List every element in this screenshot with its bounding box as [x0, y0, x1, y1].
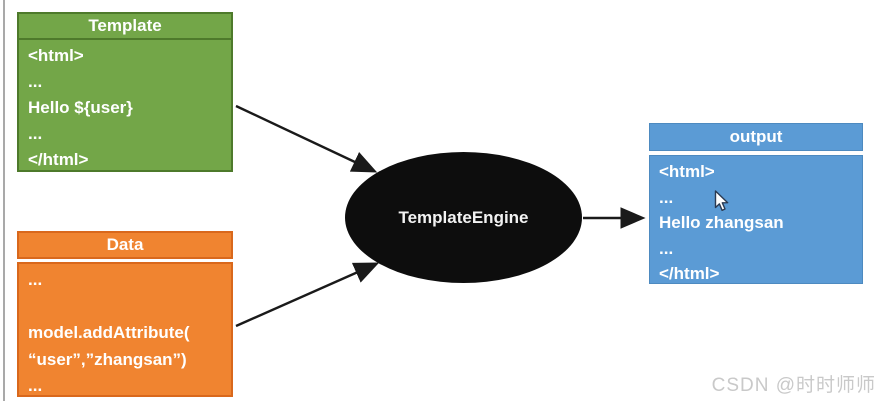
code-line: model.addAttribute( — [28, 323, 190, 342]
code-line: ... — [28, 270, 43, 289]
code-line: “user”,”zhangsan”) — [28, 349, 187, 369]
code-line: ... — [28, 376, 43, 395]
data-box-code: ... model.addAttribute( “user”,”zhangsan”)… — [17, 262, 233, 397]
csdn-watermark: CSDN @时时师师 — [711, 375, 876, 396]
template-engine-label: TemplateEngine — [398, 207, 529, 227]
code-line: Hello ${user} — [28, 98, 133, 117]
frame-edge-line — [3, 0, 5, 401]
template-engine-node: TemplateEngine — [345, 152, 582, 283]
code-line: Hello zhangsan — [659, 213, 784, 232]
template-box-title: Template — [19, 14, 231, 40]
output-box-code: <html>... Hello zhangsan... </html> — [649, 155, 863, 284]
code-line: ... — [28, 72, 43, 91]
template-box: Template <html>... Hello ${user}... </html… — [17, 12, 233, 172]
data-box-title: Data — [17, 231, 233, 259]
arrow-template-to-engine — [235, 104, 378, 173]
code-line: <html> — [28, 46, 84, 65]
code-line: </html> — [28, 150, 89, 169]
template-box-code: <html>... Hello ${user}... </html> — [19, 40, 231, 173]
code-line: </html> — [659, 264, 720, 283]
code-line: ... — [28, 124, 43, 143]
code-line: ... — [659, 238, 674, 258]
code-line: ... — [659, 187, 674, 207]
mouse-cursor-icon — [714, 190, 729, 211]
code-line: <html> — [659, 162, 715, 181]
output-box-title: output — [649, 123, 863, 151]
code-line — [28, 294, 231, 321]
arrow-data-to-engine — [235, 262, 380, 328]
